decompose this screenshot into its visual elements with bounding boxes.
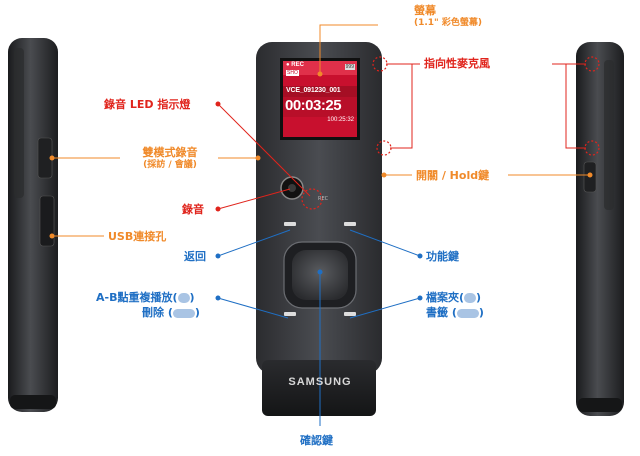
left-side-view <box>8 38 58 412</box>
label-screen-size: (1.1" 彩色螢幕) <box>414 18 482 28</box>
leader-lines <box>49 24 593 426</box>
label-dual-mode-sub: (採訪 / 會議) <box>143 160 197 170</box>
screen-time: 00:03:25 <box>285 97 342 114</box>
ab-repeat-key-icon <box>177 293 190 303</box>
label-usb-port: USB連接孔 <box>108 230 167 243</box>
label-dual-mode-title: 雙模式錄音 <box>142 146 198 159</box>
label-bookmark-prefix: 書籤 ( <box>426 306 457 319</box>
front-view <box>256 42 382 416</box>
label-delete-suffix: ) <box>194 306 200 319</box>
label-screen: 螢幕 (1.1" 彩色螢幕) <box>414 4 482 30</box>
label-delete-prefix: 刪除 ( <box>142 306 173 319</box>
screen-mode-badge: SHO <box>286 70 299 76</box>
label-record: 錄音 <box>182 203 204 216</box>
label-bookmark-suffix: ) <box>478 306 484 319</box>
label-rec-led: 錄音 LED 指示燈 <box>104 98 191 111</box>
delete-key-icon <box>172 308 195 318</box>
label-power-hold: 開關 / Hold鍵 <box>416 169 490 182</box>
label-folder-prefix: 檔案夾( <box>426 291 465 304</box>
label-bookmark: 書籤 () <box>426 306 484 319</box>
label-function-key: 功能鍵 <box>426 250 459 263</box>
label-ab-repeat-suffix: ) <box>189 291 195 304</box>
label-directional-mic: 指向性麥克風 <box>424 57 490 70</box>
label-back: 返回 <box>184 250 206 263</box>
screen-filename: VCE_091230_001 <box>286 87 341 94</box>
label-screen-title: 螢幕 <box>414 4 436 17</box>
label-dual-mode: 雙模式錄音 (採訪 / 會議) <box>124 146 216 172</box>
brand-logo: SAMSUNG <box>288 376 352 388</box>
screen-status-rec: ● REC <box>286 62 304 68</box>
folder-key-icon <box>464 293 477 303</box>
label-confirm: 確認鍵 <box>300 434 333 447</box>
rec-button-label: REC <box>318 196 329 202</box>
screen-total: 100:25:32 <box>327 117 354 123</box>
label-ab-repeat: A-B點重複播放() <box>96 291 195 304</box>
label-folder-suffix: ) <box>476 291 482 304</box>
screen-battery-badge: 999 <box>344 64 355 70</box>
label-delete: 刪除 () <box>142 306 200 319</box>
device-screen: ● REC SHO 999 VCE_091230_001 00:03:25 10… <box>283 61 357 137</box>
label-folder: 檔案夾() <box>426 291 481 304</box>
label-ab-repeat-prefix: A-B點重複播放( <box>96 291 178 304</box>
right-side-view <box>576 42 624 416</box>
bookmark-key-icon <box>456 308 479 318</box>
